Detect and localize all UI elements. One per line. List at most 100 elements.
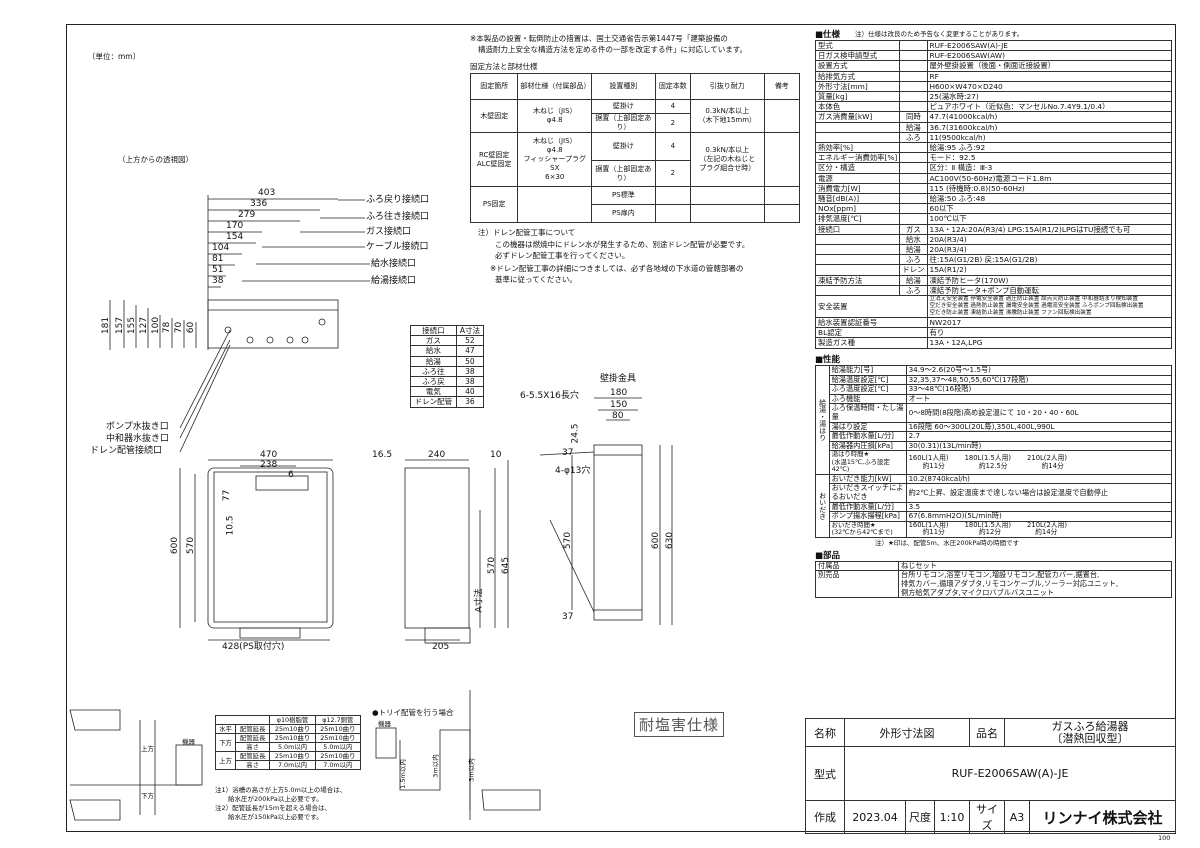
drain-note-1: 注）ドレン配管工事について [478, 228, 576, 237]
spec-row: 排気温度[℃] 100℃以下 [814, 213, 1172, 225]
spec-label: ガス消費量[kW] [814, 111, 901, 123]
label-water-inlet: 給水接続口 [371, 259, 417, 269]
spec-value: AC100V(50-60Hz)電源コード1.8m [926, 172, 1172, 184]
spec-label [814, 131, 901, 144]
perf-label: おいだきスイッチによるおいだき [828, 483, 907, 503]
perf-volume: 160L(1人用) [908, 454, 949, 463]
label-hot-water-outlet: 給湯接続口 [371, 276, 417, 286]
spec-note: 注）仕様は改良のため予告なく変更することがあります。 [855, 30, 1024, 38]
spec-value: 100℃以下 [926, 213, 1172, 225]
tb-size-label: サイズ [969, 800, 1005, 834]
down-label: 下方 [141, 792, 154, 800]
perf-time-label-1: おいだき時間★ [831, 520, 876, 529]
trap-1-5m: 1.5m以内 [398, 759, 407, 789]
spec-value: 15A(R1/2) [926, 264, 1172, 276]
tb-scale-value: 1:10 [934, 800, 970, 834]
tb-product-2: 〔潜熱回収型〕 [1051, 731, 1129, 745]
spec-label: 区分・構造 [814, 162, 901, 174]
separate-line-3: 側方給気アダプタ,マイクロバブルバスユニット [901, 587, 1055, 597]
bracket-hole-slot: 6-5.5X16長穴 [520, 391, 579, 401]
bracket-dim-600: 600 [651, 531, 662, 550]
spec-value: 給湯:95 ふろ:92 [926, 142, 1172, 154]
spec-sublabel [899, 182, 928, 195]
front-dim-470: 470 [260, 450, 278, 460]
spec-value: 20A(R3/4) [926, 244, 1172, 256]
spec-sublabel: 同時 [899, 111, 928, 123]
spec-sublabel [899, 152, 928, 164]
spec-sublabel [899, 101, 928, 113]
spec-label: 排気温度[℃] [814, 213, 901, 225]
perf-row-time: 湯はり時間★(水温15℃,ふろ設定42℃)160L(1人用) 180L(1.5人用… [816, 450, 1173, 475]
spec-sublabel: ふろ [899, 254, 928, 266]
title-block: 名称 外形寸法図 品名 ガスふろ給湯器 〔潜熱回収型〕 型式 RUF-E2006… [805, 718, 1176, 834]
drain-note-5: 基準に従ってください。 [495, 275, 577, 284]
spec-sublabel [899, 203, 928, 215]
dim-top-403: 403 [258, 188, 276, 198]
bracket-dim-24-5: 24.5 [570, 423, 581, 444]
spec-label: 凍結予防方法 [814, 274, 901, 286]
parts-title: ■部品 [815, 550, 841, 561]
spec-value: RF [926, 70, 1172, 82]
spec-value: NW2017 [926, 317, 1172, 329]
tb-made-value: 2023.04 [844, 800, 906, 834]
spec-label [814, 121, 901, 133]
spec-sublabel: ガス [899, 223, 928, 235]
drain-note-4: ※ドレン配管工事の詳細につきましては、必ず各地域の下水道の管轄部署の [490, 264, 744, 273]
tb-name-label: 名称 [805, 718, 845, 747]
spec-sublabel [899, 60, 928, 72]
perf-value: 67(6.8mmH2O)(5L/min時) [905, 511, 1173, 522]
spec-row: 区分・構造 区分：Ⅱ 構造：Ⅲ-3 [814, 162, 1172, 174]
perf-time-label: 湯はり時間★(水温15℃,ふろ設定42℃) [828, 450, 907, 475]
perf-value: 16段階 60〜300L(20L毎),350L,400L,990L [905, 421, 1173, 433]
perf-time-value: 160L(1人用)180L(1.5人用)210L(2人用)約11分約12.5分約… [905, 450, 1173, 475]
spec-row: 設置方式屋外壁掛設置（後面・側面近接設置） [814, 60, 1172, 72]
spec-row: NOx[ppm]60以下 [814, 203, 1172, 215]
spec-value: 20A(R3/4) [926, 233, 1172, 246]
spec-value: 区分：Ⅱ 構造：Ⅲ-3 [926, 162, 1172, 174]
spec-sublabel: ドレン [899, 264, 928, 276]
spec-row: 本体色ピュアホワイト（近似色：マンセルNo.7.4Y9.1/0.4） [814, 101, 1172, 113]
separate-line-1: 台所リモコン,浴室リモコン,増設リモコン,配管カバー,据置台, [901, 570, 1100, 580]
safety-line: 空だき安全装置 過熱防止装置 漏電安全装置 過電流安全装置 ふろポンプ回転検出装… [929, 303, 1144, 310]
dim-top-336: 336 [250, 199, 268, 209]
side-dim-240: 240 [428, 450, 446, 460]
perf-value: 約2℃上昇、設定温度まで達しない場合は設定温度で自動停止 [905, 483, 1173, 503]
spec-sublabel: 給湯 [899, 121, 928, 133]
perf-label: 給湯能力[号] [828, 365, 907, 376]
perf-label: ふろ保温時間・たし湯量 [828, 403, 907, 423]
header-note-2: 構造耐力上安全な構造方法を定める件の一部を改定する件」に対応しています。 [478, 45, 748, 54]
side-dim-645: 645 [501, 556, 512, 575]
perf-minutes: 約11分 [922, 461, 945, 470]
spec-sublabel [899, 70, 928, 82]
front-dim-428: 428(PS取付穴) [222, 642, 285, 652]
spec-label: 給水装置認証番号 [815, 317, 928, 329]
dim-left-60: 60 [186, 321, 197, 334]
side-dim-10: 10 [490, 450, 502, 460]
dim-left-100: 100 [151, 316, 162, 335]
spec-sublabel [899, 142, 928, 154]
label-bath-outgoing: ふろ往き接続口 [366, 212, 430, 222]
piping-note-4: 給水圧が150kPa以上必要です。 [228, 813, 323, 821]
trap-equip-label: 機器 [378, 720, 391, 728]
front-dim-600: 600 [170, 536, 181, 555]
tb-model-value: RUF-E2006SAW(A)-JE [844, 746, 1176, 801]
top-view-label: （上方からの透視図） [118, 155, 193, 164]
dim-top-170: 170 [226, 221, 244, 231]
side-dim-205: 205 [432, 642, 450, 652]
page-number: 100 [1158, 834, 1171, 842]
spec-label: 消費電力[W] [814, 182, 901, 195]
perf-volume: 180L(1.5人用) [964, 520, 1012, 529]
perf-value: オート [905, 393, 1173, 405]
tb-made-label: 作成 [805, 800, 845, 834]
perf-time-label-2: (32℃から42℃まで) [831, 528, 893, 537]
spec-label [814, 284, 901, 297]
perf-volume: 180L(1.5人用) [964, 454, 1012, 463]
